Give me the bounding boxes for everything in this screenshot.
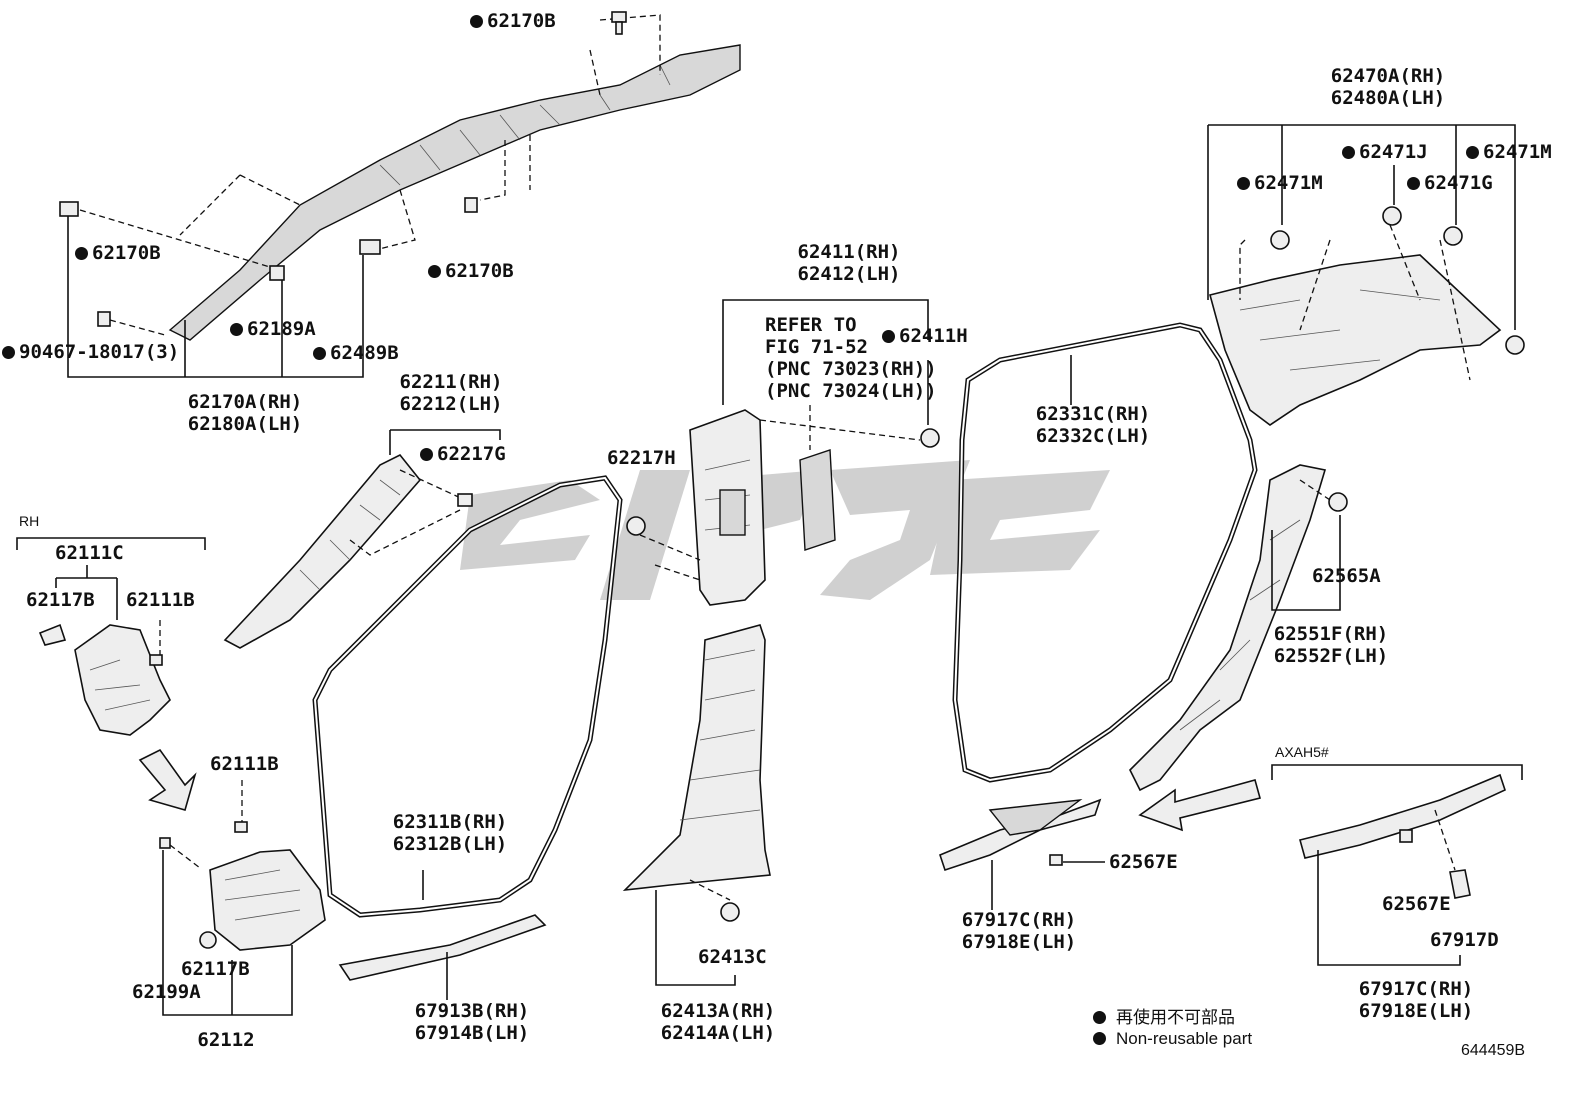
clip-icon xyxy=(199,931,217,949)
clip-icon xyxy=(1049,854,1063,866)
non-reusable-dot-icon xyxy=(1093,1032,1106,1045)
clip-icon xyxy=(359,239,381,255)
part-label[interactable]: 67917C(RH) xyxy=(1358,978,1474,1000)
part-label[interactable]: 62332C(LH) xyxy=(1035,425,1151,447)
part-label[interactable]: 62170B xyxy=(470,10,556,32)
clip-icon xyxy=(159,837,171,849)
part-label[interactable]: 67917D xyxy=(1430,929,1499,951)
variant-label: RH xyxy=(19,513,40,529)
part-label[interactable]: 62470A(RH) xyxy=(1330,65,1446,87)
clip-icon xyxy=(1443,226,1463,246)
clip-icon xyxy=(149,654,163,666)
part-label[interactable]: 62111B xyxy=(126,589,195,611)
part-label[interactable]: 62311B(RH) xyxy=(392,811,508,833)
part-label[interactable]: 62551F(RH) xyxy=(1273,623,1389,645)
part-label[interactable]: 62217H xyxy=(607,447,676,469)
variant-label: AXAH5# xyxy=(1275,744,1329,760)
part-label[interactable]: 62471M xyxy=(1237,172,1323,194)
direction-arrow xyxy=(138,748,197,811)
part-label[interactable]: 62412(LH) xyxy=(797,263,901,285)
part-label[interactable]: 62489B xyxy=(313,342,399,364)
part-label[interactable]: 62111B xyxy=(210,753,279,775)
part-label[interactable]: 67918E(LH) xyxy=(961,931,1077,953)
part-label[interactable]: 62331C(RH) xyxy=(1035,403,1151,425)
part-label[interactable]: 62170B xyxy=(428,260,514,282)
direction-arrow xyxy=(1138,779,1261,832)
part-label[interactable]: 62565A xyxy=(1312,565,1381,587)
part-label[interactable]: 62211(RH) xyxy=(399,371,503,393)
watermark-logo xyxy=(460,460,1110,600)
part-label[interactable]: 62413C xyxy=(698,946,767,968)
clip-icon xyxy=(720,902,740,922)
clip-icon xyxy=(626,516,646,536)
clip-icon xyxy=(1382,206,1402,226)
clip-icon xyxy=(457,493,473,507)
clip-icon xyxy=(1399,829,1413,843)
axah5-scuff-plate-part xyxy=(1299,773,1506,859)
part-label[interactable]: 67918E(LH) xyxy=(1358,1000,1474,1022)
part-label[interactable]: 62212(LH) xyxy=(399,393,503,415)
part-label[interactable]: 62411(RH) xyxy=(797,241,901,263)
part-label[interactable]: 67914B(LH) xyxy=(414,1022,530,1044)
bolt-icon xyxy=(611,11,627,35)
figure-number: 644459B xyxy=(1461,1042,1526,1059)
clip-icon xyxy=(1449,869,1471,899)
part-label[interactable]: 62180A(LH) xyxy=(187,413,303,435)
part-label[interactable]: 62170B xyxy=(75,242,161,264)
roof-side-rail-part xyxy=(168,44,741,341)
rear-scuff-plate-part xyxy=(939,798,1102,872)
part-label[interactable]: 62567E xyxy=(1382,893,1451,915)
part-label[interactable]: 62471G xyxy=(1407,172,1493,194)
part-label[interactable]: 62117B xyxy=(26,589,95,611)
clip-icon xyxy=(38,623,67,646)
part-label[interactable]: 62552F(LH) xyxy=(1273,645,1389,667)
part-label[interactable]: 62471J xyxy=(1342,141,1428,163)
a-pillar-garnish-part xyxy=(223,453,422,649)
reference-note: (PNC 73023(RH)) xyxy=(765,358,937,380)
part-label[interactable]: 62414A(LH) xyxy=(660,1022,776,1044)
clip-icon xyxy=(1505,335,1525,355)
legend-jp: 再使用不可部品 xyxy=(1093,1003,1235,1028)
part-label[interactable]: 62217G xyxy=(420,443,506,465)
front-scuff-plate-part xyxy=(338,914,547,981)
reference-note: FIG 71-52 xyxy=(765,336,868,358)
bolt-icon xyxy=(97,311,111,327)
part-label[interactable]: 62471M xyxy=(1466,141,1552,163)
clip-icon xyxy=(1270,230,1290,250)
clip-icon xyxy=(59,201,79,217)
reference-note: REFER TO xyxy=(765,314,857,336)
part-label[interactable]: 90467-18017(3) xyxy=(2,341,179,363)
clip-icon xyxy=(269,265,285,281)
part-label[interactable]: 62411H xyxy=(882,325,968,347)
quarter-trim-lower-part xyxy=(1129,464,1327,792)
part-label[interactable]: 62413A(RH) xyxy=(660,1000,776,1022)
b-pillar-upper-garnish-part xyxy=(689,409,766,606)
cowl-side-trim-lower xyxy=(209,849,326,951)
part-label[interactable]: 62480A(LH) xyxy=(1330,87,1446,109)
part-label[interactable]: 62170A(RH) xyxy=(187,391,303,413)
part-label[interactable]: 62112 xyxy=(197,1029,255,1051)
quarter-trim-upper-part xyxy=(1209,254,1502,426)
part-label[interactable]: 62199A xyxy=(132,981,201,1003)
part-label[interactable]: 62111C xyxy=(55,542,124,564)
b-pillar-lower-garnish-part xyxy=(622,624,771,892)
reference-note: (PNC 73024(LH)) xyxy=(765,380,937,402)
part-label[interactable]: 62567E xyxy=(1109,851,1178,873)
seatbelt-adjuster-part xyxy=(799,449,836,551)
cowl-side-trim-upper xyxy=(74,624,171,736)
part-label[interactable]: 67917C(RH) xyxy=(961,909,1077,931)
part-label[interactable]: 67913B(RH) xyxy=(414,1000,530,1022)
bolt-icon xyxy=(464,197,478,213)
legend-en: Non-reusable part xyxy=(1093,1029,1252,1049)
clip-icon xyxy=(234,821,248,833)
clip-icon xyxy=(920,428,940,448)
clip-icon xyxy=(1328,492,1348,512)
part-label[interactable]: 62312B(LH) xyxy=(392,833,508,855)
part-label[interactable]: 62189A xyxy=(230,318,316,340)
part-label[interactable]: 62117B xyxy=(181,958,250,980)
non-reusable-dot-icon xyxy=(1093,1011,1106,1024)
